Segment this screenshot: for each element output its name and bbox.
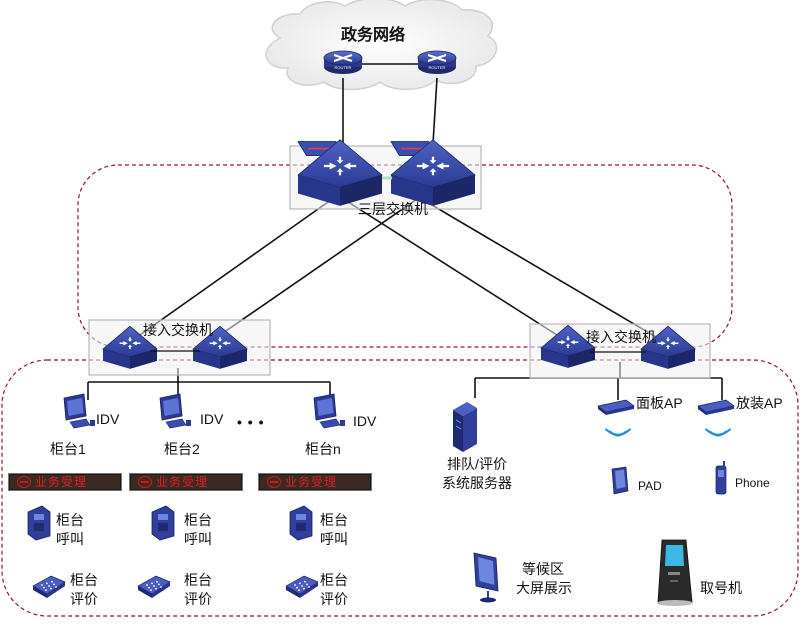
router-left-icon: ROUTER bbox=[323, 50, 363, 74]
counter-1-pc-icon bbox=[63, 393, 95, 429]
waiting-screen-label-line2: 大屏展示 bbox=[516, 580, 572, 596]
access-left-switch-a-icon bbox=[102, 325, 158, 369]
gov-network-cloud bbox=[265, 0, 498, 91]
counter-1-led-text: 业务受理 bbox=[35, 475, 88, 489]
counter-2-keypad-icon bbox=[137, 575, 171, 598]
counter-n-idv-label: IDV bbox=[353, 413, 377, 429]
mount-ap-icon bbox=[697, 399, 735, 437]
access-right-switch-a-icon bbox=[540, 324, 596, 368]
panel-ap-icon bbox=[597, 399, 635, 437]
ticket-machine-icon bbox=[657, 539, 693, 606]
access-zone-outline bbox=[1, 359, 799, 617]
core-switch-left-icon bbox=[297, 139, 383, 206]
counter-2-pc-icon bbox=[159, 393, 191, 429]
counter-n-led-display: 业务受理 bbox=[258, 473, 372, 491]
counter-1-keypad-icon bbox=[32, 575, 66, 598]
router-left-icon-caption: ROUTER bbox=[335, 65, 352, 70]
cloud-label: 政务网络 bbox=[340, 25, 406, 44]
pad-icon bbox=[611, 466, 629, 495]
counter-1-name: 柜台1 bbox=[50, 441, 86, 457]
counter-1-eval-label: 柜台 评价 bbox=[70, 572, 98, 607]
router-right-icon-caption: ROUTER bbox=[429, 65, 446, 70]
phone-icon bbox=[715, 461, 727, 495]
mount-ap-label: 放装AP bbox=[736, 395, 783, 411]
counter-1-led-display: 业务受理 bbox=[8, 473, 122, 491]
wifi-signal-icon bbox=[705, 428, 731, 437]
counter-n-led-text: 业务受理 bbox=[285, 475, 338, 489]
counter-2-eval-label: 柜台 评价 bbox=[184, 572, 212, 607]
waiting-screen-label-line1: 等候区 bbox=[522, 561, 564, 577]
server-icon bbox=[453, 402, 477, 452]
waiting-screen-icon bbox=[473, 552, 499, 603]
counter-2-caller-icon bbox=[151, 505, 175, 541]
counter-2-idv-label: IDV bbox=[200, 411, 224, 427]
phone-label: Phone bbox=[735, 476, 770, 490]
counter-2-led-display: 业务受理 bbox=[129, 473, 243, 491]
counter-n-call-label: 柜台 呼叫 bbox=[320, 512, 348, 547]
counter-n-pc-icon bbox=[313, 393, 345, 429]
counter-1-call-label: 柜台 呼叫 bbox=[56, 512, 84, 547]
panel-ap-label: 面板AP bbox=[636, 395, 683, 411]
counter-ellipsis: • • • bbox=[237, 414, 265, 430]
counter-n-eval-label: 柜台 评价 bbox=[320, 572, 348, 607]
access-left-switch-b-icon bbox=[192, 325, 248, 369]
core-switch-label: 三层交换机 bbox=[358, 201, 428, 217]
counter-n-caller-icon bbox=[289, 505, 313, 541]
access-left-label: 接入交换机 bbox=[143, 322, 213, 338]
pad-label: PAD bbox=[638, 479, 662, 493]
led-stop-icon bbox=[17, 476, 31, 488]
led-stop-icon bbox=[267, 476, 281, 488]
counter-1-caller-icon bbox=[27, 505, 51, 541]
counter-n-name: 柜台n bbox=[305, 441, 341, 457]
access-right-switch-b-icon bbox=[640, 325, 696, 369]
ticket-machine-label: 取号机 bbox=[700, 580, 742, 596]
counter-n-keypad-icon bbox=[285, 575, 319, 598]
counter-2-name: 柜台2 bbox=[164, 441, 200, 457]
server-label-line2: 系统服务器 bbox=[442, 475, 512, 491]
wifi-signal-icon bbox=[605, 428, 631, 437]
server-label-line1: 排队/评价 bbox=[447, 456, 507, 472]
counter-1-idv-label: IDV bbox=[96, 411, 120, 427]
led-stop-icon bbox=[138, 476, 152, 488]
access-right-label: 接入交换机 bbox=[586, 329, 656, 345]
counter-2-call-label: 柜台 呼叫 bbox=[184, 512, 212, 547]
counter-2-led-text: 业务受理 bbox=[156, 475, 209, 489]
router-right-icon: ROUTER bbox=[417, 50, 457, 74]
core-switch-right-icon bbox=[390, 139, 476, 206]
